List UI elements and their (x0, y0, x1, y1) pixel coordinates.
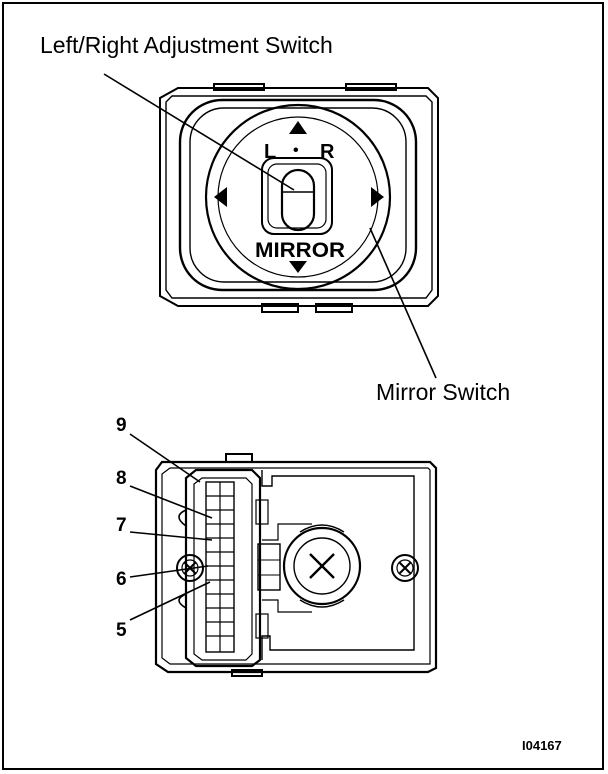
motor-gear-boss (282, 524, 362, 608)
connector-shell[interactable] (178, 468, 281, 668)
mirror-brand-text: MIRROR (255, 239, 345, 262)
pin-label-5: 5 (116, 620, 127, 641)
switch-housing-bottom (154, 453, 438, 677)
screw-head-icon (176, 554, 204, 582)
leader-lines (103, 73, 437, 621)
figure-id: I04167 (522, 738, 562, 753)
arrow-left-icon[interactable] (214, 187, 227, 207)
right-letter: R (320, 141, 335, 163)
left-letter: L (264, 141, 276, 163)
pin-label-7: 7 (116, 515, 127, 536)
mirror-switch-label: Mirror Switch (376, 379, 511, 405)
pin-label-8: 8 (116, 468, 127, 489)
arrow-down-icon[interactable] (289, 261, 307, 273)
pin-label-9: 9 (116, 415, 127, 436)
left-right-selector[interactable] (261, 157, 333, 235)
mirror-switch-body (159, 83, 439, 313)
arrow-right-icon[interactable] (371, 187, 384, 207)
screw-head-icon (391, 554, 419, 582)
arrow-up-icon[interactable] (289, 121, 307, 134)
adjustment-switch-label: Left/Right Adjustment Switch (40, 32, 333, 58)
pin-label-6: 6 (116, 569, 127, 590)
separator-dot: • (293, 142, 299, 159)
